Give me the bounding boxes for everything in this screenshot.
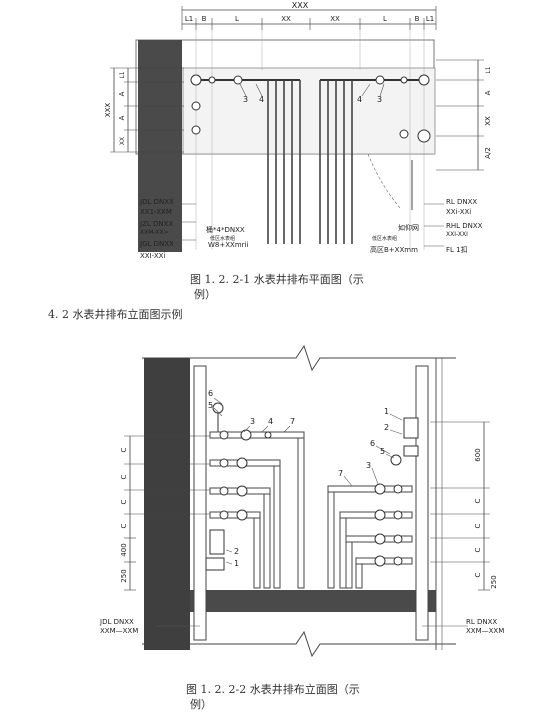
plan-center-right-label-1: 低区水表组 [372, 235, 397, 242]
elevation-bottom-edge [142, 630, 456, 658]
plan-callout-4b: 4 [357, 95, 362, 104]
elevation-callout-right-5: 5 [380, 447, 385, 456]
plan-dim-left-xx: XX [119, 137, 126, 145]
elevation-label-right-range: XXM—XXM [466, 627, 504, 635]
elevation-right-meters [374, 483, 403, 567]
elevation-dim-right-600: 600 [474, 448, 482, 461]
figure-caption-plan-line2: 例） [194, 288, 216, 301]
elevation-callout-left-6: 6 [208, 389, 213, 398]
elevation-callout-left-7: 7 [290, 417, 295, 426]
plan-dim-xx-left: XX [281, 15, 291, 23]
plan-dim-left-a1: A [118, 91, 126, 96]
elevation-dim-right-c2: C [474, 523, 482, 528]
elevation-dim-right-250: 250 [490, 575, 498, 588]
elevation-dim-left-c3: C [120, 499, 128, 504]
elevation-callout-right-6: 6 [370, 439, 375, 448]
plan-callout-4a: 4 [259, 95, 264, 104]
elevation-callout-right-7: 7 [338, 469, 343, 478]
elevation-dim-right-c3: C [474, 547, 482, 552]
plan-label-jdl-range: XX1-XXM [140, 208, 172, 216]
elevation-label-left-system: JDL DNXX [99, 618, 134, 626]
elevation-callout-left-1: 1 [234, 559, 239, 568]
plan-riser-rl [418, 74, 430, 86]
plan-riser-jgl [191, 125, 201, 135]
plan-left-wall [138, 40, 182, 252]
plan-dim-right-xx: XX [484, 116, 492, 126]
plan-dim-b-right: B [415, 15, 420, 23]
plan-center-left-label-3: W8+XXmrii [208, 241, 248, 249]
elevation-callout-right-1: 1 [384, 407, 389, 416]
plan-label-jdl: JDL DNXX [139, 198, 174, 206]
elevation-callout-right-3: 3 [366, 461, 371, 470]
elevation-dim-left-250: 250 [120, 569, 128, 582]
plan-label-rl-range: XXi-XXi [446, 208, 471, 216]
section-heading: 4. 2 水表井排布立面图示例 [48, 308, 183, 321]
plan-center-left-label-2: 低区水表组 [210, 235, 235, 242]
plan-dim-l-left: L [235, 15, 239, 23]
plan-callout-3b: 3 [377, 95, 382, 104]
plan-callout-3a: 3 [243, 95, 248, 104]
elevation-left-riser [193, 365, 207, 641]
elevation-label-right-system: RL DNXX [466, 618, 497, 626]
plan-dim-top: XXX [292, 1, 309, 10]
figure-caption-elevation-line1: 图 1. 2. 2-2 水表井排布立面图（示 [186, 683, 360, 696]
elevation-dim-left-c4: C [120, 523, 128, 528]
figure-caption-elevation-line2: 例） [190, 698, 212, 711]
plan-dim-l-right: L [383, 15, 387, 23]
elevation-callout-left-5: 5 [208, 401, 213, 410]
plan-view-drawing: XXX L1 B L XX XX L B L1 XXX L1 A A XX L1… [104, 1, 492, 260]
plan-riser-jdl [190, 74, 202, 86]
plan-dim-l1-right: L1 [426, 15, 434, 23]
plan-label-jgl-range: XXI-XXi [140, 252, 165, 260]
plan-riser-fl [399, 129, 409, 139]
elevation-top-edge [142, 344, 456, 372]
plan-dim-b-left: B [202, 15, 207, 23]
elevation-right-riser [415, 365, 429, 641]
elevation-left-meters [219, 429, 272, 521]
plan-door-note: 如仰网 [398, 223, 419, 232]
elevation-callout-left-4: 4 [268, 417, 273, 426]
plan-dim-l1-left: L1 [185, 15, 193, 23]
elevation-dim-left-c2: C [120, 474, 128, 479]
elevation-dim-right-c1: C [474, 498, 482, 503]
elevation-dim-left-c1: C [120, 447, 128, 452]
plan-dim-right-a: A [484, 90, 492, 95]
plan-riser-jzl [191, 101, 201, 111]
elevation-callout-left-2: 2 [234, 547, 239, 556]
elevation-label-left-range: XXM—XXM [100, 627, 138, 635]
plan-dim-right-a2: A/2 [484, 147, 492, 159]
plan-label-jzl-range: XXM-XX> [140, 229, 169, 236]
plan-dim-xx-right: XX [330, 15, 340, 23]
elevation-dim-left-400: 400 [120, 543, 128, 556]
plan-label-fl: FL 1扣 [446, 245, 468, 254]
figure-caption-plan: 图 1. 2. 2-1 水表井排布平面图（示 例） [190, 272, 390, 302]
elevation-left-wall [144, 358, 190, 650]
plan-label-rl: RL DNXX [446, 198, 477, 206]
elevation-floor-slab [190, 590, 436, 612]
plan-label-jzl: JZL DNXX [139, 220, 173, 228]
plan-dim-left-l1: L1 [119, 71, 126, 78]
elevation-view-drawing: 6 5 3 4 7 2 1 1 2 6 5 3 7 C C C C 400 25… [99, 344, 504, 658]
plan-dim-left-a2: A [118, 115, 126, 120]
plan-floor-area [182, 67, 436, 155]
figure-caption-plan-line1: 图 1. 2. 2-1 水表井排布平面图（示 [190, 273, 364, 286]
plan-label-rhl-range: XXI-XXI [446, 231, 468, 238]
elevation-callout-left-3: 3 [250, 417, 255, 426]
plan-center-left-label-1: 桶*4*DNXX [206, 225, 245, 234]
plan-door-swing [367, 153, 401, 209]
plan-label-rhl: RHL DNXX [446, 222, 483, 230]
plan-label-jgl: JGL DNXX [139, 240, 174, 248]
plan-center-right-label-2: 高区B+XXmm [370, 245, 418, 254]
elevation-callout-right-2: 2 [384, 423, 389, 432]
plan-dim-right-l1: L1 [485, 66, 492, 73]
elevation-dim-right-c4: C [474, 572, 482, 577]
plan-dim-left-xxx: XXX [104, 103, 112, 118]
figure-caption-elevation: 图 1. 2. 2-2 水表井排布立面图（示 例） [186, 682, 386, 712]
plan-riser-rhl [417, 129, 431, 143]
